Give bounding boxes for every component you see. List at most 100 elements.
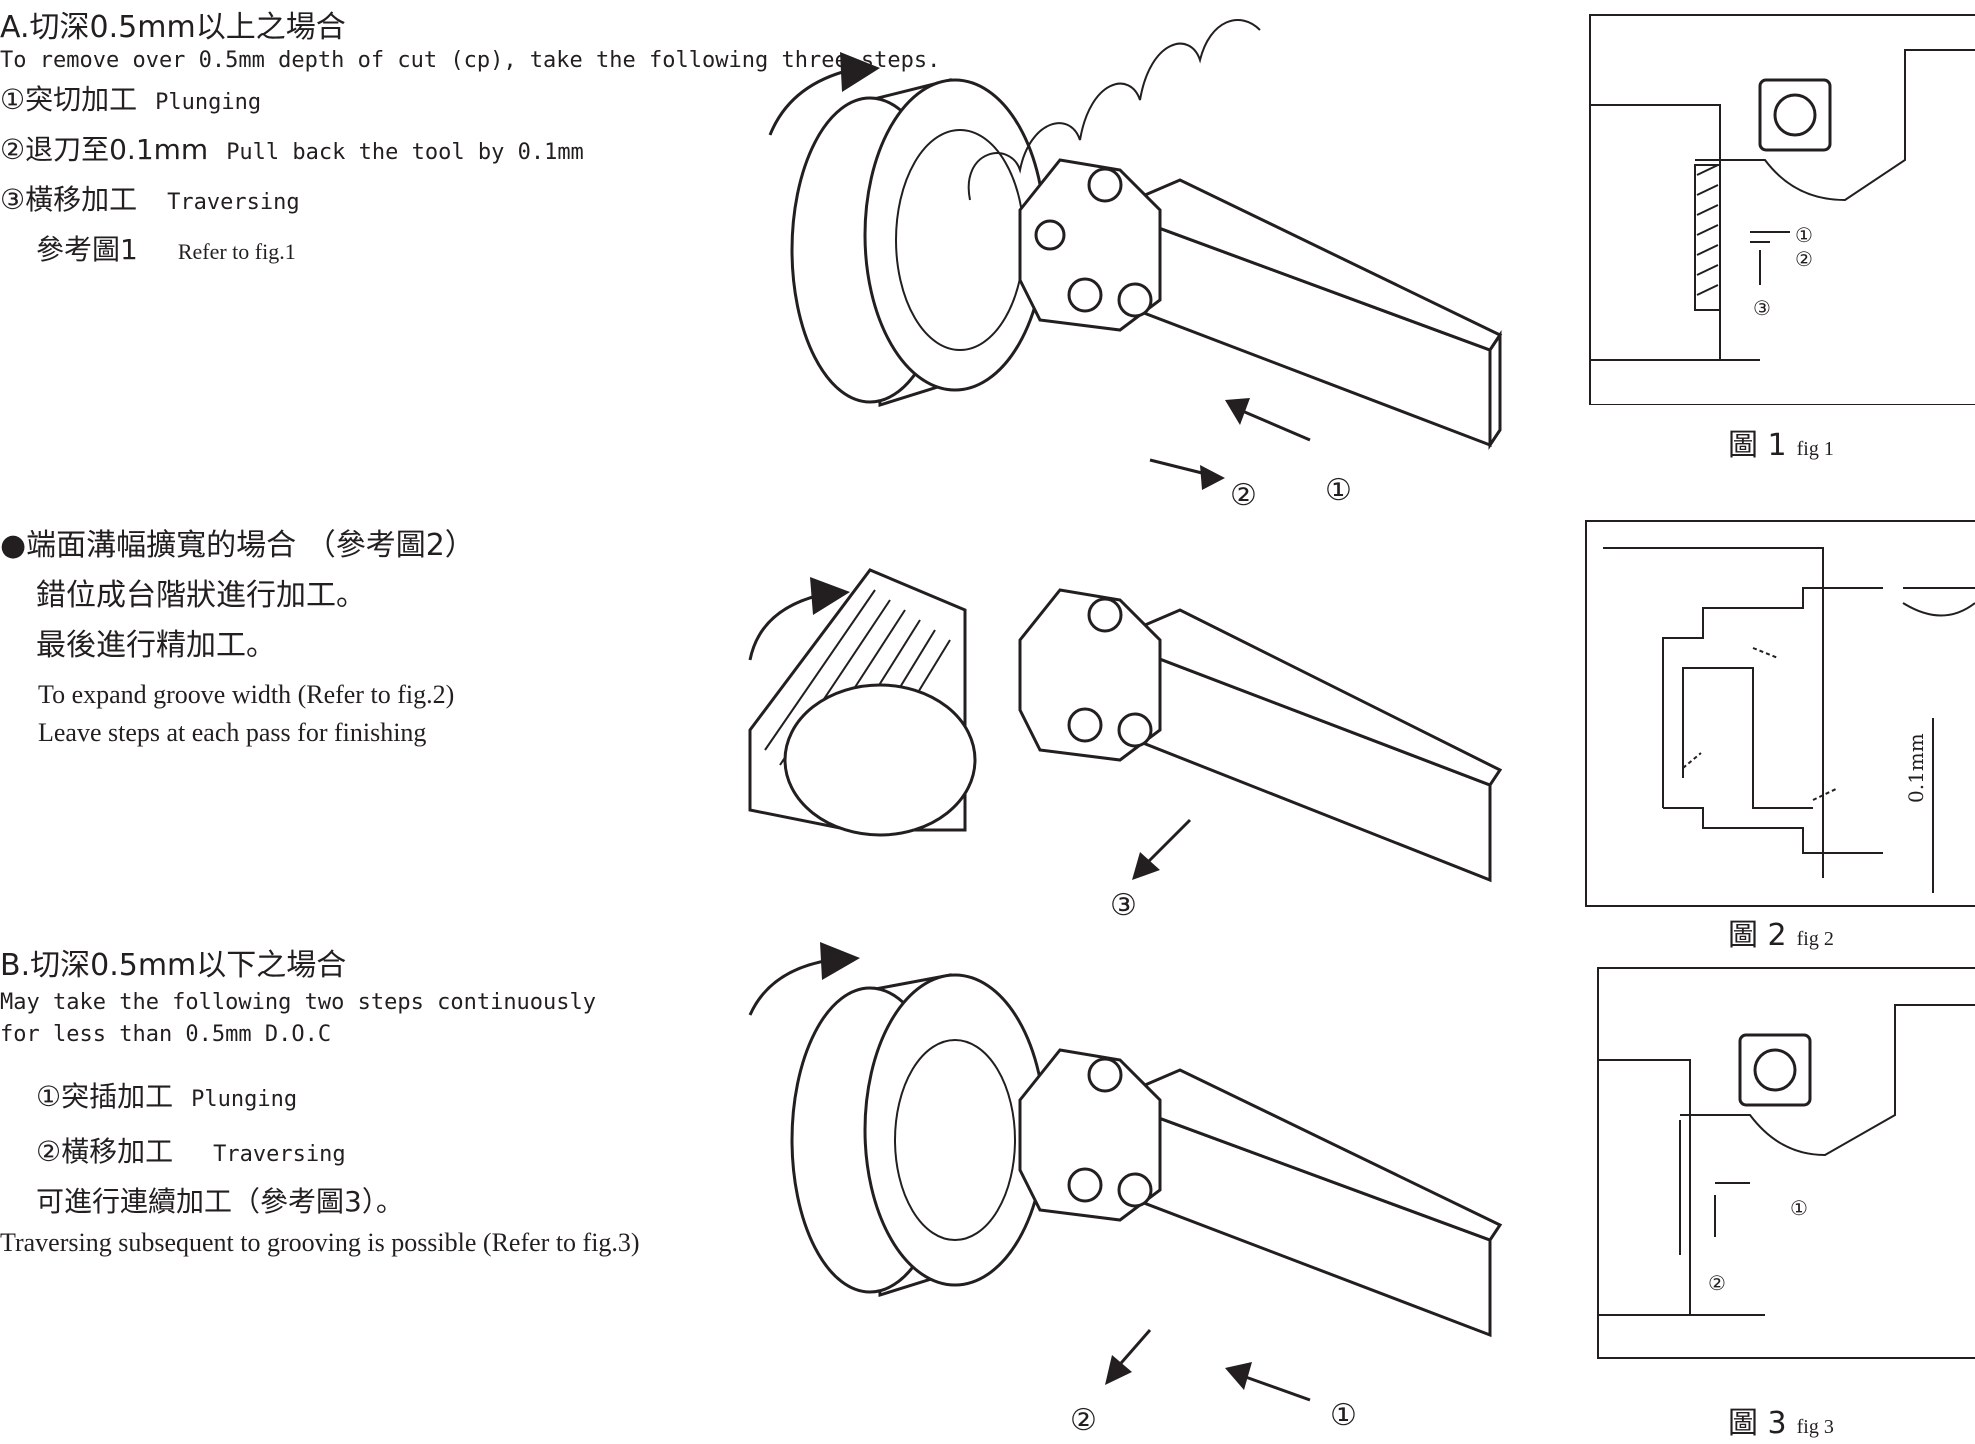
section-b-note-zh: 可進行連續加工（參考圖3）。 bbox=[36, 1185, 404, 1218]
step-zh: ③橫移加工 bbox=[0, 183, 138, 216]
section-face-en-2: Leave steps at each pass for finishing bbox=[38, 718, 427, 747]
section-face-title: ●端面溝幅擴寬的場合 （參考圖2） bbox=[0, 528, 475, 563]
arrow-pullback-head bbox=[1225, 398, 1250, 425]
shank-top bbox=[1106, 608, 1503, 787]
caption-zh: 圖 3 bbox=[1728, 1406, 1787, 1441]
label-2: ② bbox=[1070, 1403, 1097, 1438]
rotation-arrow-head bbox=[820, 942, 860, 980]
clamp-screw-icon bbox=[1034, 219, 1066, 251]
arrow-traverse-head bbox=[1105, 1355, 1132, 1385]
path-diag-3 bbox=[1812, 787, 1839, 801]
step-en: Plunging bbox=[191, 1087, 298, 1112]
section-b-subtitle-2: for less than 0.5mm D.O.C bbox=[0, 1022, 332, 1047]
bolt-left-icon bbox=[1067, 1167, 1103, 1203]
torx-screw-icon bbox=[1087, 167, 1123, 203]
torx-screw-icon bbox=[1087, 597, 1123, 633]
caption-en: fig 3 bbox=[1796, 1416, 1834, 1438]
arrow-plunge bbox=[1149, 458, 1211, 477]
shank-end bbox=[1488, 330, 1502, 450]
figure-1: ① ② ③ bbox=[1589, 14, 1975, 405]
rotation-arrow bbox=[768, 68, 851, 136]
step-en: Traversing bbox=[167, 190, 300, 215]
section-a-subtitle: To remove over 0.5mm depth of cut (cp), … bbox=[0, 48, 941, 73]
label-3: ③ bbox=[1753, 296, 1771, 320]
figure-3-caption: 圖 3 fig 3 bbox=[1728, 1398, 1834, 1442]
section-b-title: B.切深0.5mm以下之場合 bbox=[0, 948, 347, 983]
arrow-plunge-head bbox=[1225, 1362, 1252, 1390]
illustration-b-traversing: ② ① bbox=[748, 942, 1503, 1438]
rotation-arrow bbox=[748, 593, 821, 661]
tool-tip bbox=[1902, 587, 1975, 617]
stepped-profile-top bbox=[1662, 587, 1883, 808]
label-1: ① bbox=[1795, 223, 1813, 247]
groove-ring bbox=[783, 683, 977, 837]
figure-3: ① ② bbox=[1597, 967, 1975, 1359]
step-zh: ①突切加工 bbox=[0, 83, 138, 116]
section-face-line-2: 最後進行精加工。 bbox=[36, 628, 276, 663]
bolt-left-icon bbox=[1067, 277, 1103, 313]
illustration-a-plunging: ② ① bbox=[768, 19, 1503, 513]
cut-hatch bbox=[1696, 164, 1719, 296]
illustration-face-groove: ③ bbox=[748, 568, 1503, 923]
section-b-step-2: ②橫移加工 Traversing bbox=[36, 1130, 346, 1170]
outer-boundary bbox=[1603, 547, 1824, 878]
workpiece-groove bbox=[894, 1039, 1016, 1241]
figure-1-frame bbox=[1589, 14, 1975, 405]
torx-screw-icon bbox=[1753, 1048, 1797, 1092]
arrow-traverse bbox=[1143, 818, 1192, 867]
step-zh: ②橫移加工 bbox=[36, 1135, 174, 1168]
tool-outline bbox=[1680, 1004, 1975, 1157]
step-en: Plunging bbox=[155, 90, 262, 115]
rotation-arrow-head bbox=[840, 52, 880, 92]
arrow-plunge bbox=[1239, 1373, 1311, 1402]
section-b-note-en: Traversing subsequent to grooving is pos… bbox=[0, 1228, 640, 1257]
arrow-traverse-head bbox=[1132, 852, 1160, 880]
step-zh: ①突插加工 bbox=[36, 1080, 174, 1113]
cut-zone bbox=[1694, 164, 1721, 311]
arrow-plunge-head bbox=[1200, 465, 1225, 490]
section-a-step-3: ③橫移加工 Traversing bbox=[0, 178, 300, 218]
caption-en: fig 2 bbox=[1796, 928, 1834, 950]
workpiece-outline bbox=[1598, 1059, 1691, 1315]
label-2: ② bbox=[1708, 1271, 1726, 1295]
section-face-en-1: To expand groove width (Refer to fig.2) bbox=[38, 680, 455, 709]
label-3: ③ bbox=[1110, 888, 1137, 923]
step-zh: 參考圖1 bbox=[36, 233, 138, 266]
label-2: ② bbox=[1230, 478, 1257, 513]
step-en: Traversing bbox=[213, 1142, 346, 1167]
rotation-arrow-head bbox=[810, 577, 850, 615]
section-a-step-4: 參考圖1 Refer to fig.1 bbox=[36, 228, 296, 268]
section-face-line-1: 錯位成台階狀進行加工。 bbox=[36, 578, 366, 613]
path-diag-1 bbox=[1682, 752, 1702, 769]
caption-zh: 圖 1 bbox=[1728, 428, 1787, 463]
bolt-left-icon bbox=[1067, 707, 1103, 743]
step-en: Pull back the tool by 0.1mm bbox=[226, 140, 584, 165]
figure-2-frame bbox=[1585, 520, 1975, 907]
chip-spiral bbox=[967, 19, 1261, 201]
path-diag-2 bbox=[1752, 647, 1779, 659]
step-en: Refer to fig.1 bbox=[177, 239, 296, 264]
torx-screw-icon bbox=[1773, 93, 1817, 137]
arrow-pullback bbox=[1239, 408, 1311, 442]
figure-2-caption: 圖 2 fig 2 bbox=[1728, 910, 1834, 954]
bolt-right-icon bbox=[1117, 712, 1153, 748]
stepped-profile-bottom bbox=[1663, 807, 1883, 854]
dimension-label: 0.1mm bbox=[1904, 733, 1928, 803]
section-b-step-1: ①突插加工 Plunging bbox=[36, 1075, 297, 1115]
torx-screw-icon bbox=[1087, 1057, 1123, 1093]
label-2: ② bbox=[1795, 247, 1813, 271]
tool-outline bbox=[1695, 49, 1975, 202]
section-a-title: A.切深0.5mm以上之場合 bbox=[0, 10, 346, 45]
label-1: ① bbox=[1330, 1398, 1357, 1433]
caption-zh: 圖 2 bbox=[1728, 918, 1787, 953]
section-b-subtitle-1: May take the following two steps continu… bbox=[0, 990, 597, 1015]
shank-top bbox=[1105, 1068, 1503, 1242]
rotation-arrow bbox=[748, 958, 831, 1016]
bolt-right-icon bbox=[1117, 282, 1153, 318]
figure-3-frame bbox=[1597, 967, 1975, 1359]
tool-path bbox=[1682, 667, 1813, 809]
workpiece-face bbox=[863, 973, 1047, 1287]
figure-2: 0.1mm bbox=[1585, 520, 1975, 907]
